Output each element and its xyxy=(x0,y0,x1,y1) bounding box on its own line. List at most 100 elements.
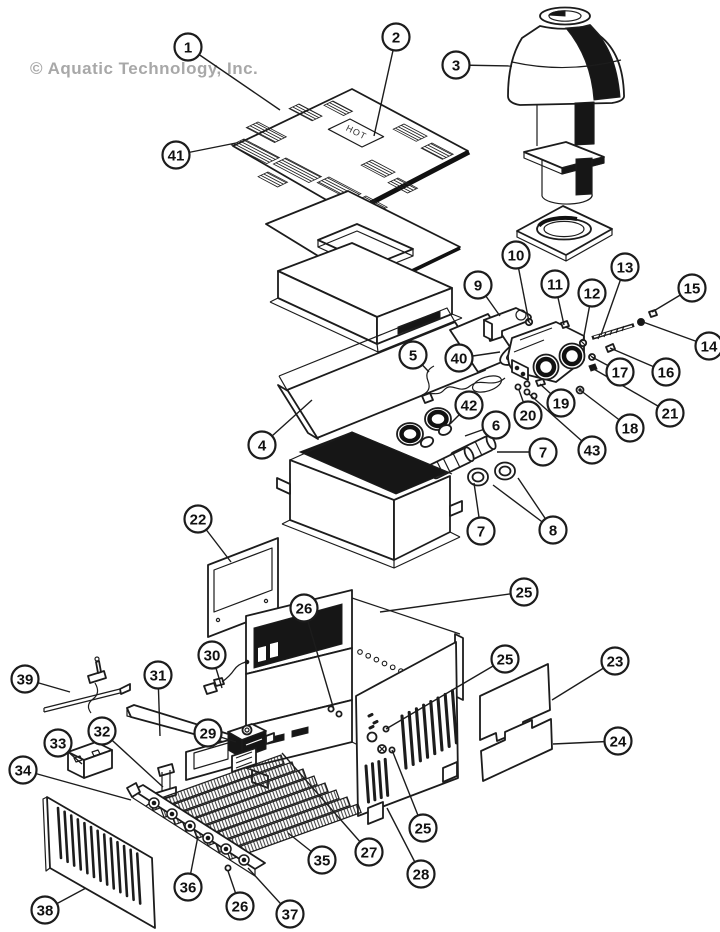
hanger-rod-39 xyxy=(43,656,131,714)
balloon-number: 14 xyxy=(701,338,718,355)
leader-line xyxy=(281,752,370,853)
balloon-number: 34 xyxy=(15,762,32,779)
balloon-42: 42 xyxy=(454,390,484,420)
balloon-25: 25 xyxy=(509,577,539,607)
burner-tray-tubes xyxy=(149,754,362,861)
vent-grid-patch xyxy=(360,159,396,178)
grille-slot xyxy=(129,848,135,902)
balloon-circle xyxy=(193,718,223,748)
balloon-circle xyxy=(173,32,203,62)
leader-line xyxy=(385,658,506,730)
burner-orifices xyxy=(148,797,250,866)
balloon-number: 24 xyxy=(610,733,627,750)
balloon-37: 37 xyxy=(275,899,305,929)
balloon-20: 20 xyxy=(513,400,543,430)
balloon-circle xyxy=(615,413,645,443)
balloon-number: 6 xyxy=(492,417,500,434)
grille-slot xyxy=(83,821,89,875)
balloon-2: 2 xyxy=(381,22,411,52)
balloon-number: 21 xyxy=(662,405,679,422)
louver-slot xyxy=(422,703,430,759)
balloon-circle xyxy=(577,278,607,308)
burner-tube xyxy=(226,803,362,861)
balloon-25: 25 xyxy=(408,813,438,843)
balloon-7: 7 xyxy=(528,437,558,467)
vent-grid-patch xyxy=(257,171,289,188)
tab xyxy=(365,652,372,659)
balloon-circle xyxy=(30,895,60,925)
louver-slot xyxy=(414,707,422,763)
balloon-11: 11 xyxy=(540,269,570,299)
balloon-number: 36 xyxy=(180,879,197,896)
balloon-number: 20 xyxy=(520,407,537,424)
balloon-21: 21 xyxy=(655,398,685,428)
balloon-number: 10 xyxy=(508,247,525,264)
leader-line xyxy=(303,607,335,711)
balloon-circle xyxy=(406,859,436,889)
balloon-circle xyxy=(354,837,384,867)
balloon-circle xyxy=(444,343,474,373)
balloon-9: 9 xyxy=(463,270,493,300)
balloon-number: 26 xyxy=(232,898,249,915)
balloon-39: 39 xyxy=(10,664,40,694)
balloon-number: 33 xyxy=(50,735,67,752)
grille-slot xyxy=(116,840,122,894)
louver-slots xyxy=(400,689,458,770)
balloon-circle xyxy=(513,400,543,430)
balloon-12: 12 xyxy=(577,278,607,308)
balloon-number: 29 xyxy=(200,725,217,742)
balloon-27: 27 xyxy=(354,837,384,867)
grille-slots xyxy=(56,806,142,905)
balloon-number: 25 xyxy=(415,820,432,837)
top-lid: HOT xyxy=(230,88,471,217)
balloon-23: 23 xyxy=(600,646,630,676)
balloon-26: 26 xyxy=(289,593,319,623)
balloon-number: 41 xyxy=(168,147,185,164)
plenum-box xyxy=(269,242,463,353)
balloon-3: 3 xyxy=(441,50,471,80)
vent-stack xyxy=(507,6,625,205)
balloon-circle xyxy=(501,240,531,270)
balloon-number: 12 xyxy=(584,285,601,302)
vent-grid-patch xyxy=(323,100,354,116)
balloon-circle xyxy=(605,357,635,387)
leader-line xyxy=(379,591,525,613)
balloon-number: 7 xyxy=(539,444,547,461)
balloon-circle xyxy=(463,270,493,300)
grille-slot xyxy=(109,837,116,890)
balloon-number: 3 xyxy=(452,57,460,74)
grille-slot xyxy=(102,833,109,886)
balloon-circle xyxy=(10,664,40,694)
balloon-24: 24 xyxy=(603,726,633,756)
balloon-32: 32 xyxy=(87,716,117,746)
balloon-38: 38 xyxy=(30,895,60,925)
balloon-circle xyxy=(651,357,681,387)
balloon-number: 23 xyxy=(607,653,624,670)
balloon-4: 4 xyxy=(247,430,277,460)
side-panel-24 xyxy=(480,718,553,782)
louver-slot xyxy=(450,689,458,745)
cabinet-louver-face xyxy=(355,641,459,817)
balloon-40: 40 xyxy=(444,343,474,373)
balloon-number: 13 xyxy=(617,259,634,276)
balloon-15: 15 xyxy=(677,273,707,303)
balloon-number: 42 xyxy=(461,397,478,414)
balloon-number: 39 xyxy=(17,671,34,688)
balloon-circle xyxy=(173,872,203,902)
leader-line xyxy=(22,769,132,801)
baffle-panel-31 xyxy=(126,704,239,747)
balloon-circle xyxy=(546,388,576,418)
orifice-hole xyxy=(223,846,229,852)
union-fittings xyxy=(419,424,516,487)
balloon-43: 43 xyxy=(577,435,607,465)
louver-slot xyxy=(383,757,390,797)
balloon-number: 30 xyxy=(204,647,221,664)
balloon-number: 4 xyxy=(258,437,267,454)
balloon-35: 35 xyxy=(307,845,337,875)
grille-slot xyxy=(76,818,83,871)
balloon-circle xyxy=(143,660,173,690)
balloon-number: 25 xyxy=(516,584,533,601)
burner-manifold xyxy=(126,782,266,877)
balloon-number: 27 xyxy=(361,844,378,861)
balloon-circle xyxy=(408,813,438,843)
